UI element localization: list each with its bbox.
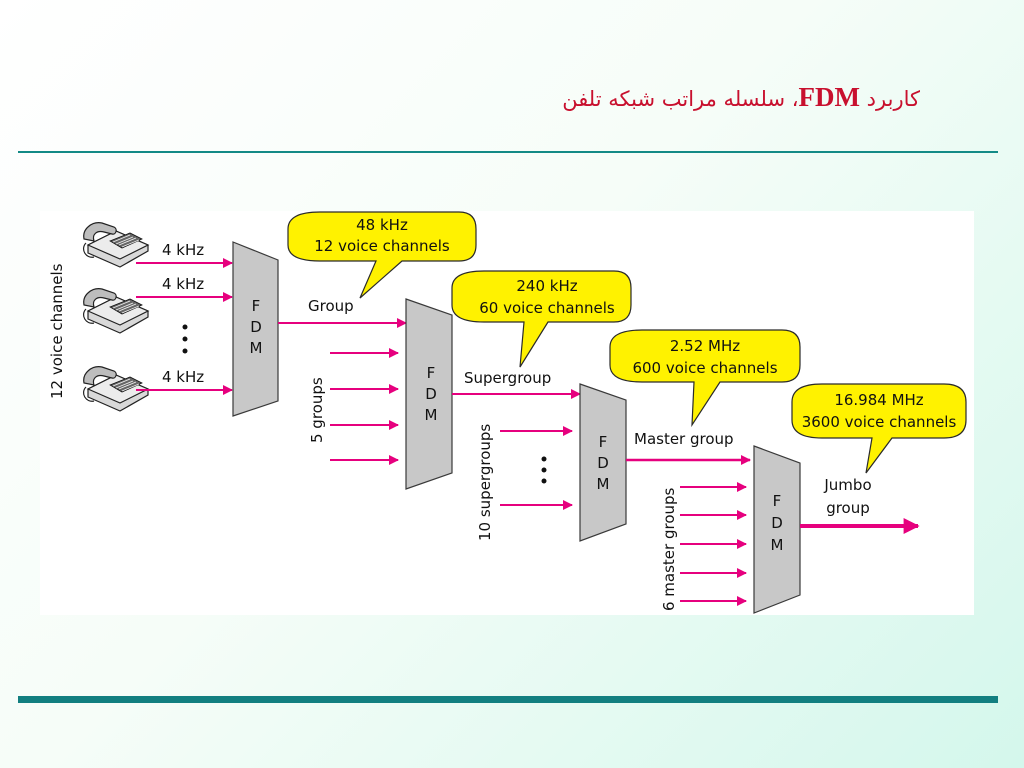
ellipsis-dot (182, 348, 188, 354)
fdm-letter: M (597, 475, 610, 493)
fdm-multiplexer-4 (753, 445, 801, 614)
ellipsis-dot (541, 478, 547, 484)
slide-title: کاربرد FDM، سلسله مراتب شبکه تلفن (562, 82, 920, 113)
bandwidth-label: 4 kHz (162, 275, 204, 293)
jumbo-label-line2: group (826, 499, 870, 517)
ellipsis-dot (541, 467, 547, 473)
callout-bandwidth: 240 kHz (516, 277, 577, 295)
top-divider (18, 151, 998, 153)
master-group-label: Master group (634, 430, 734, 448)
callout-channels: 12 voice channels (314, 237, 450, 255)
callout-group (287, 211, 477, 299)
fdm-letter: D (771, 514, 783, 532)
callout-channels: 600 voice channels (632, 359, 777, 377)
fdm-letter: D (597, 454, 609, 472)
callout-master-group (609, 329, 801, 428)
diagram-canvas: 12 voice channels 4 kHz 4 kHz 4 kHz F D … (48, 211, 967, 614)
fdm-letter: F (773, 492, 782, 510)
supergroup-label: Supergroup (464, 369, 551, 387)
ellipsis-dot (541, 456, 547, 462)
title-suffix: ، سلسله مراتب شبکه تلفن (562, 87, 799, 111)
fdm-multiplexer-1 (232, 241, 279, 417)
ellipsis-dot (182, 336, 188, 342)
fdm-letter: F (427, 364, 436, 382)
jumbo-label-line1: Jumbo (823, 476, 871, 494)
callout-supergroup (451, 270, 632, 368)
callout-jumbo-group (791, 383, 967, 474)
ellipsis-dot (182, 324, 188, 330)
telephone-icon (82, 222, 149, 268)
fdm-letter: F (599, 433, 608, 451)
telephone-icon (82, 366, 149, 412)
bottom-divider (18, 696, 998, 703)
bandwidth-label: 4 kHz (162, 241, 204, 259)
callout-bandwidth: 48 kHz (356, 216, 408, 234)
fdm-multiplexer-3 (579, 383, 627, 542)
fdm-letter: M (425, 406, 438, 424)
bandwidth-label: 4 kHz (162, 368, 204, 386)
input-channels-label: 12 voice channels (48, 263, 66, 399)
supergroups-input-label: 10 supergroups (476, 424, 494, 541)
master-groups-input-label: 6 master groups (660, 487, 678, 611)
fdm-letter: D (425, 385, 437, 403)
title-prefix: کاربرد (860, 87, 920, 111)
fdm-letter: M (771, 536, 784, 554)
title-acronym: FDM (798, 82, 860, 112)
telephone-icon (82, 288, 149, 334)
fdm-letter: D (250, 318, 262, 336)
fdm-letter: F (252, 297, 261, 315)
fdm-multiplexer-2 (405, 298, 453, 490)
callout-bandwidth: 2.52 MHz (670, 337, 740, 355)
groups-input-label: 5 groups (308, 377, 326, 443)
callout-channels: 60 voice channels (479, 299, 615, 317)
fdm-letter: M (250, 339, 263, 357)
fdm-hierarchy-diagram: 12 voice channels 4 kHz 4 kHz 4 kHz F D … (40, 211, 974, 615)
group-label: Group (308, 297, 354, 315)
callout-bandwidth: 16.984 MHz (834, 391, 923, 409)
callout-channels: 3600 voice channels (802, 413, 957, 431)
